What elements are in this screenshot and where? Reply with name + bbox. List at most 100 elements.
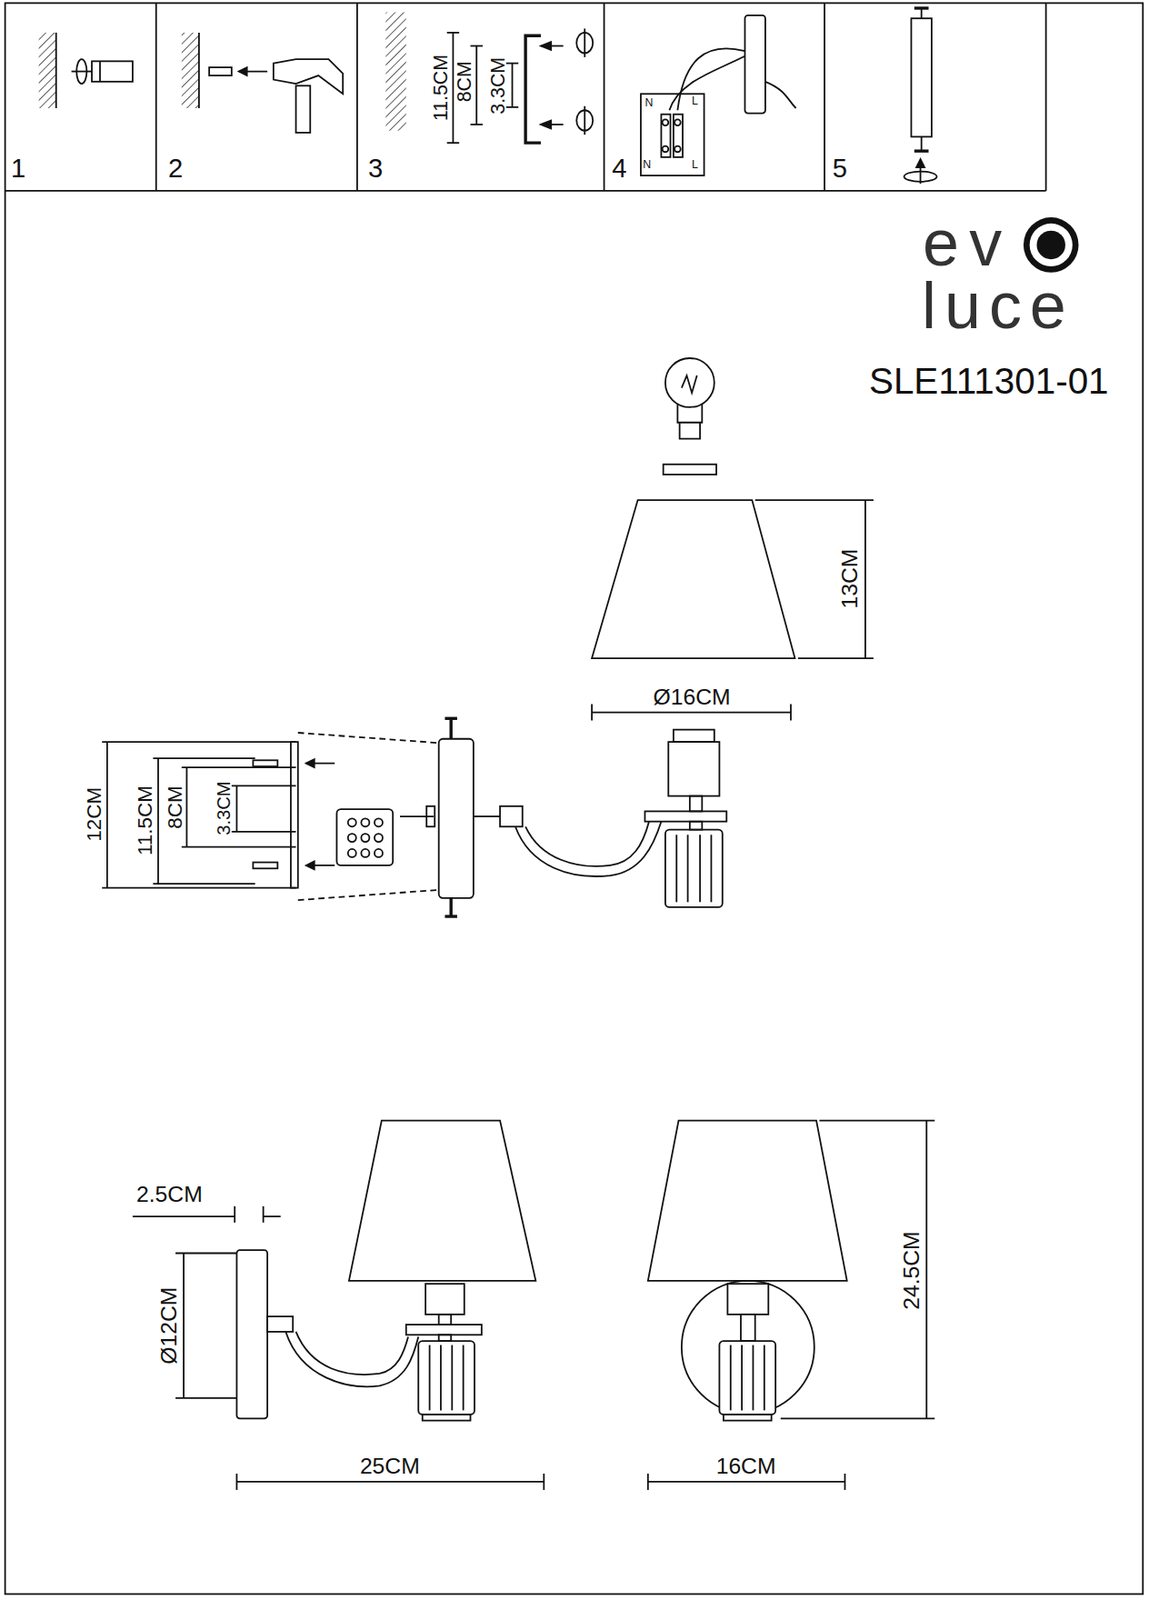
- step-wiring-part: [744, 15, 765, 114]
- side-elevation-part: [349, 1120, 536, 1281]
- mounting-view-part: [360, 849, 370, 858]
- step-bracket-part: [540, 119, 551, 129]
- step-wiring-part: [669, 56, 745, 110]
- front-elevation-part: [763, 1345, 766, 1411]
- mounting-view-part: [673, 729, 715, 742]
- side-elevation-part: [236, 1249, 268, 1419]
- mounting-view-part: [374, 849, 383, 858]
- side-elevation: [132, 1120, 544, 1490]
- step-bracket-part: [470, 45, 483, 48]
- brand-mark: [1023, 217, 1080, 273]
- bulb-and-shade-part: [663, 464, 717, 475]
- dimension-label: 16CM: [716, 1455, 777, 1479]
- step-number: 4: [611, 155, 627, 182]
- step-number: 5: [832, 155, 848, 182]
- mounting-view-part: [449, 718, 452, 739]
- step-wiring-part: [673, 114, 683, 158]
- mounting-view-part: [231, 784, 297, 787]
- model-number: SLE111301-01: [869, 363, 1110, 400]
- mounting-view-part: [306, 860, 315, 870]
- brand-mark-part: [1037, 230, 1066, 260]
- step-wiring-part: [640, 93, 705, 176]
- step-plug: [181, 32, 343, 133]
- frame-part: [823, 2, 826, 191]
- dimension-label: 24.5CM: [900, 1230, 924, 1309]
- side-elevation-part: [236, 1480, 544, 1483]
- mounting-view-part: [499, 806, 523, 827]
- mounting-view-part: [449, 898, 452, 917]
- mounting-view-part: [336, 809, 393, 866]
- mounting-view-part: [290, 741, 299, 889]
- step-wiring-part: [674, 146, 681, 153]
- mounting-view-part: [675, 834, 678, 902]
- frame-part: [5, 2, 1144, 1594]
- step-plug-part: [239, 67, 248, 76]
- side-elevation-part: [236, 1473, 239, 1490]
- step-bracket-part: [452, 32, 455, 143]
- step-bracket: [385, 11, 593, 143]
- side-elevation-part: [439, 1334, 451, 1341]
- mounting-view-part: [101, 740, 296, 743]
- bulb-and-shade: [591, 358, 874, 721]
- front-elevation-part: [648, 1120, 848, 1281]
- step-drill-part: [55, 32, 58, 109]
- mounting-view-part: [473, 815, 500, 818]
- frame-part: [1045, 2, 1048, 191]
- front-elevation-part: [780, 1417, 936, 1419]
- front-elevation: [648, 1120, 935, 1490]
- bulb-and-shade-part: [789, 704, 792, 721]
- step-wiring-part: [674, 119, 681, 126]
- terminal-label: N: [644, 97, 653, 109]
- mounting-view-part: [348, 818, 357, 827]
- bulb-and-shade-part: [591, 711, 791, 714]
- mounting-view-part: [252, 759, 278, 767]
- brand-logo: luce: [921, 273, 1075, 340]
- front-elevation-part: [719, 1340, 776, 1415]
- side-elevation-part: [542, 1473, 545, 1490]
- bulb-and-shade-part: [591, 499, 795, 659]
- step-plug-part: [296, 85, 311, 133]
- mounting-view-part: [186, 767, 189, 848]
- mounting-view-part: [360, 818, 370, 827]
- step-tube-part: [920, 136, 923, 151]
- mounting-view-part: [252, 862, 278, 870]
- step-wiring-part: [677, 48, 745, 110]
- mounting-view-part: [374, 833, 383, 842]
- front-elevation-part: [740, 1345, 743, 1411]
- frame-part: [356, 2, 359, 191]
- front-elevation-part: [752, 1345, 755, 1411]
- side-elevation-part: [462, 1345, 465, 1411]
- step-plug-part: [273, 59, 343, 94]
- frame-part: [603, 2, 606, 191]
- step-tube-part: [916, 159, 925, 168]
- mounting-view-part: [439, 739, 474, 899]
- step-plug-part: [209, 67, 232, 76]
- step-tube-part: [914, 149, 930, 152]
- dimension-label: 11.5CM: [134, 785, 155, 856]
- mounting-view-part: [152, 882, 255, 885]
- dimension-label: 13CM: [839, 549, 862, 610]
- step-wiring-part: [765, 81, 797, 109]
- mounting-view-part: [644, 810, 727, 821]
- terminal-label: L: [691, 159, 699, 170]
- mounting-view-part: [181, 846, 297, 849]
- mounting-view-part: [152, 757, 255, 760]
- step-wiring-part: [662, 146, 670, 153]
- side-elevation-part: [406, 1324, 482, 1335]
- front-elevation-part: [648, 1480, 846, 1483]
- step-bracket-part: [583, 106, 586, 135]
- mounting-view-part: [348, 849, 357, 858]
- step-plug-part: [198, 32, 200, 109]
- mounting-view-part: [687, 834, 690, 902]
- frame-part: [155, 2, 158, 191]
- front-elevation-part: [723, 1414, 772, 1421]
- side-elevation-part: [429, 1345, 431, 1411]
- front-elevation-part: [819, 1119, 935, 1122]
- dimension-label: 8CM: [164, 785, 185, 829]
- mounting-view-part: [360, 833, 370, 842]
- step-bracket-part: [385, 11, 406, 130]
- bulb-and-shade-part: [665, 358, 715, 408]
- dimension-label: Ø12CM: [158, 1287, 181, 1365]
- side-elevation-part: [263, 1215, 281, 1218]
- step-wiring-part: [662, 119, 670, 126]
